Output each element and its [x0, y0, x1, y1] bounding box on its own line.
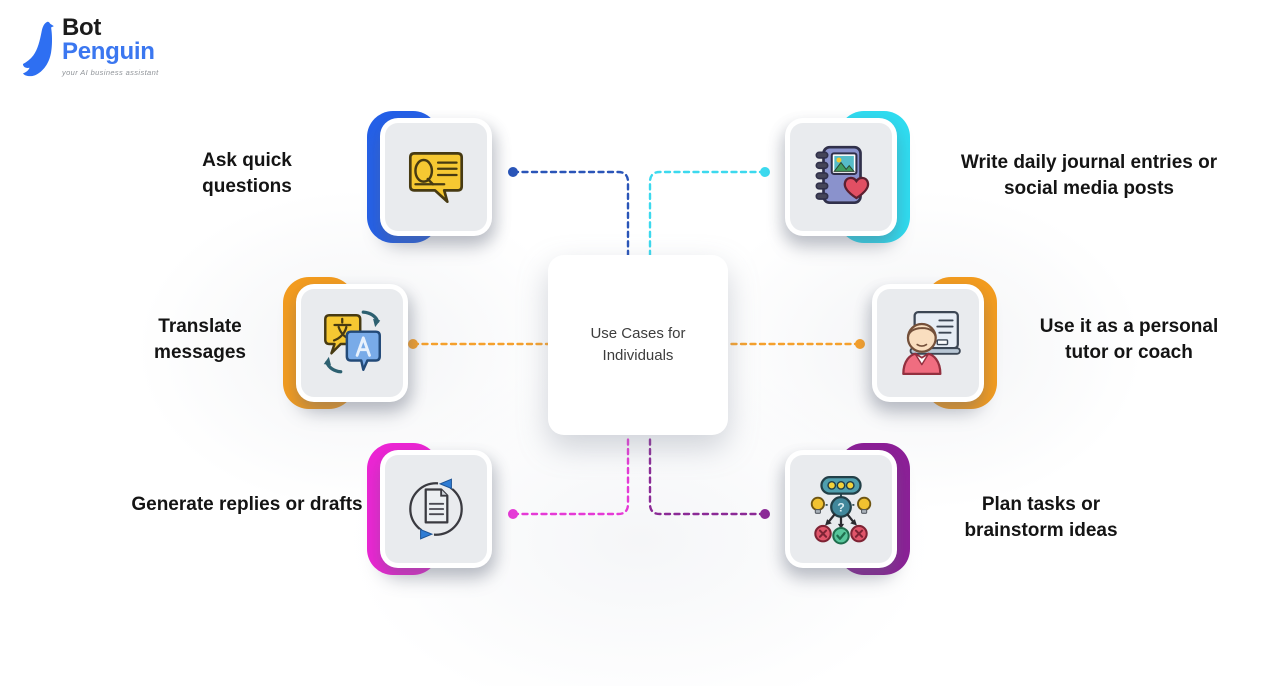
usecase-card-translate-messages	[283, 277, 408, 409]
center-node: Use Cases for Individuals	[548, 255, 728, 435]
connector-ask-quick-questions	[508, 167, 630, 257]
usecase-card-personal-tutor	[872, 277, 997, 409]
connector-personal-tutor	[726, 339, 865, 349]
icon-card: ?	[785, 450, 897, 568]
icon-card	[872, 284, 984, 402]
icon-card	[380, 118, 492, 236]
connector-plan-tasks	[648, 436, 770, 519]
usecase-label-plan-tasks: Plan tasks or brainstorm ideas	[964, 494, 1118, 542]
usecase-label-ask-quick-questions: Ask quick questions	[202, 150, 292, 198]
usecase-label-write-journal: Write daily journal entries or social me…	[960, 152, 1218, 200]
logo-tagline: your AI business assistant	[62, 68, 159, 77]
logo-text-penguin: Penguin	[62, 38, 155, 65]
usecase-card-plan-tasks: ?	[785, 443, 910, 575]
qa-speech-bubble-icon	[408, 152, 464, 204]
botpenguin-logo: Bot Penguin your AI business assistant	[18, 16, 159, 78]
journal-heart-icon	[815, 145, 870, 205]
icon-card	[380, 450, 492, 568]
logo-text-bot: Bot	[62, 14, 102, 41]
connector-translate-messages	[408, 339, 550, 349]
connector-write-journal	[648, 167, 770, 257]
document-refresh-icon	[409, 478, 463, 540]
usecase-label-personal-tutor: Use it as a personal tutor or coach	[1039, 316, 1219, 364]
center-title: Use Cases for Individuals	[590, 325, 686, 364]
icon-card	[785, 118, 897, 236]
connector-generate-replies	[508, 436, 630, 519]
usecase-label-translate-messages: Translate messages	[154, 316, 246, 364]
tutor-whiteboard-icon	[902, 311, 961, 375]
usecase-card-generate-replies	[367, 443, 492, 575]
svg-text:?: ?	[837, 501, 845, 515]
usecase-card-write-journal	[785, 111, 910, 243]
penguin-icon	[22, 21, 54, 77]
usecase-card-ask-quick-questions	[367, 111, 492, 243]
brainstorm-decision-icon: ?	[810, 476, 872, 545]
translate-bubbles-icon	[323, 310, 381, 374]
usecase-label-generate-replies: Generate replies or drafts	[131, 494, 363, 515]
icon-card	[296, 284, 408, 402]
